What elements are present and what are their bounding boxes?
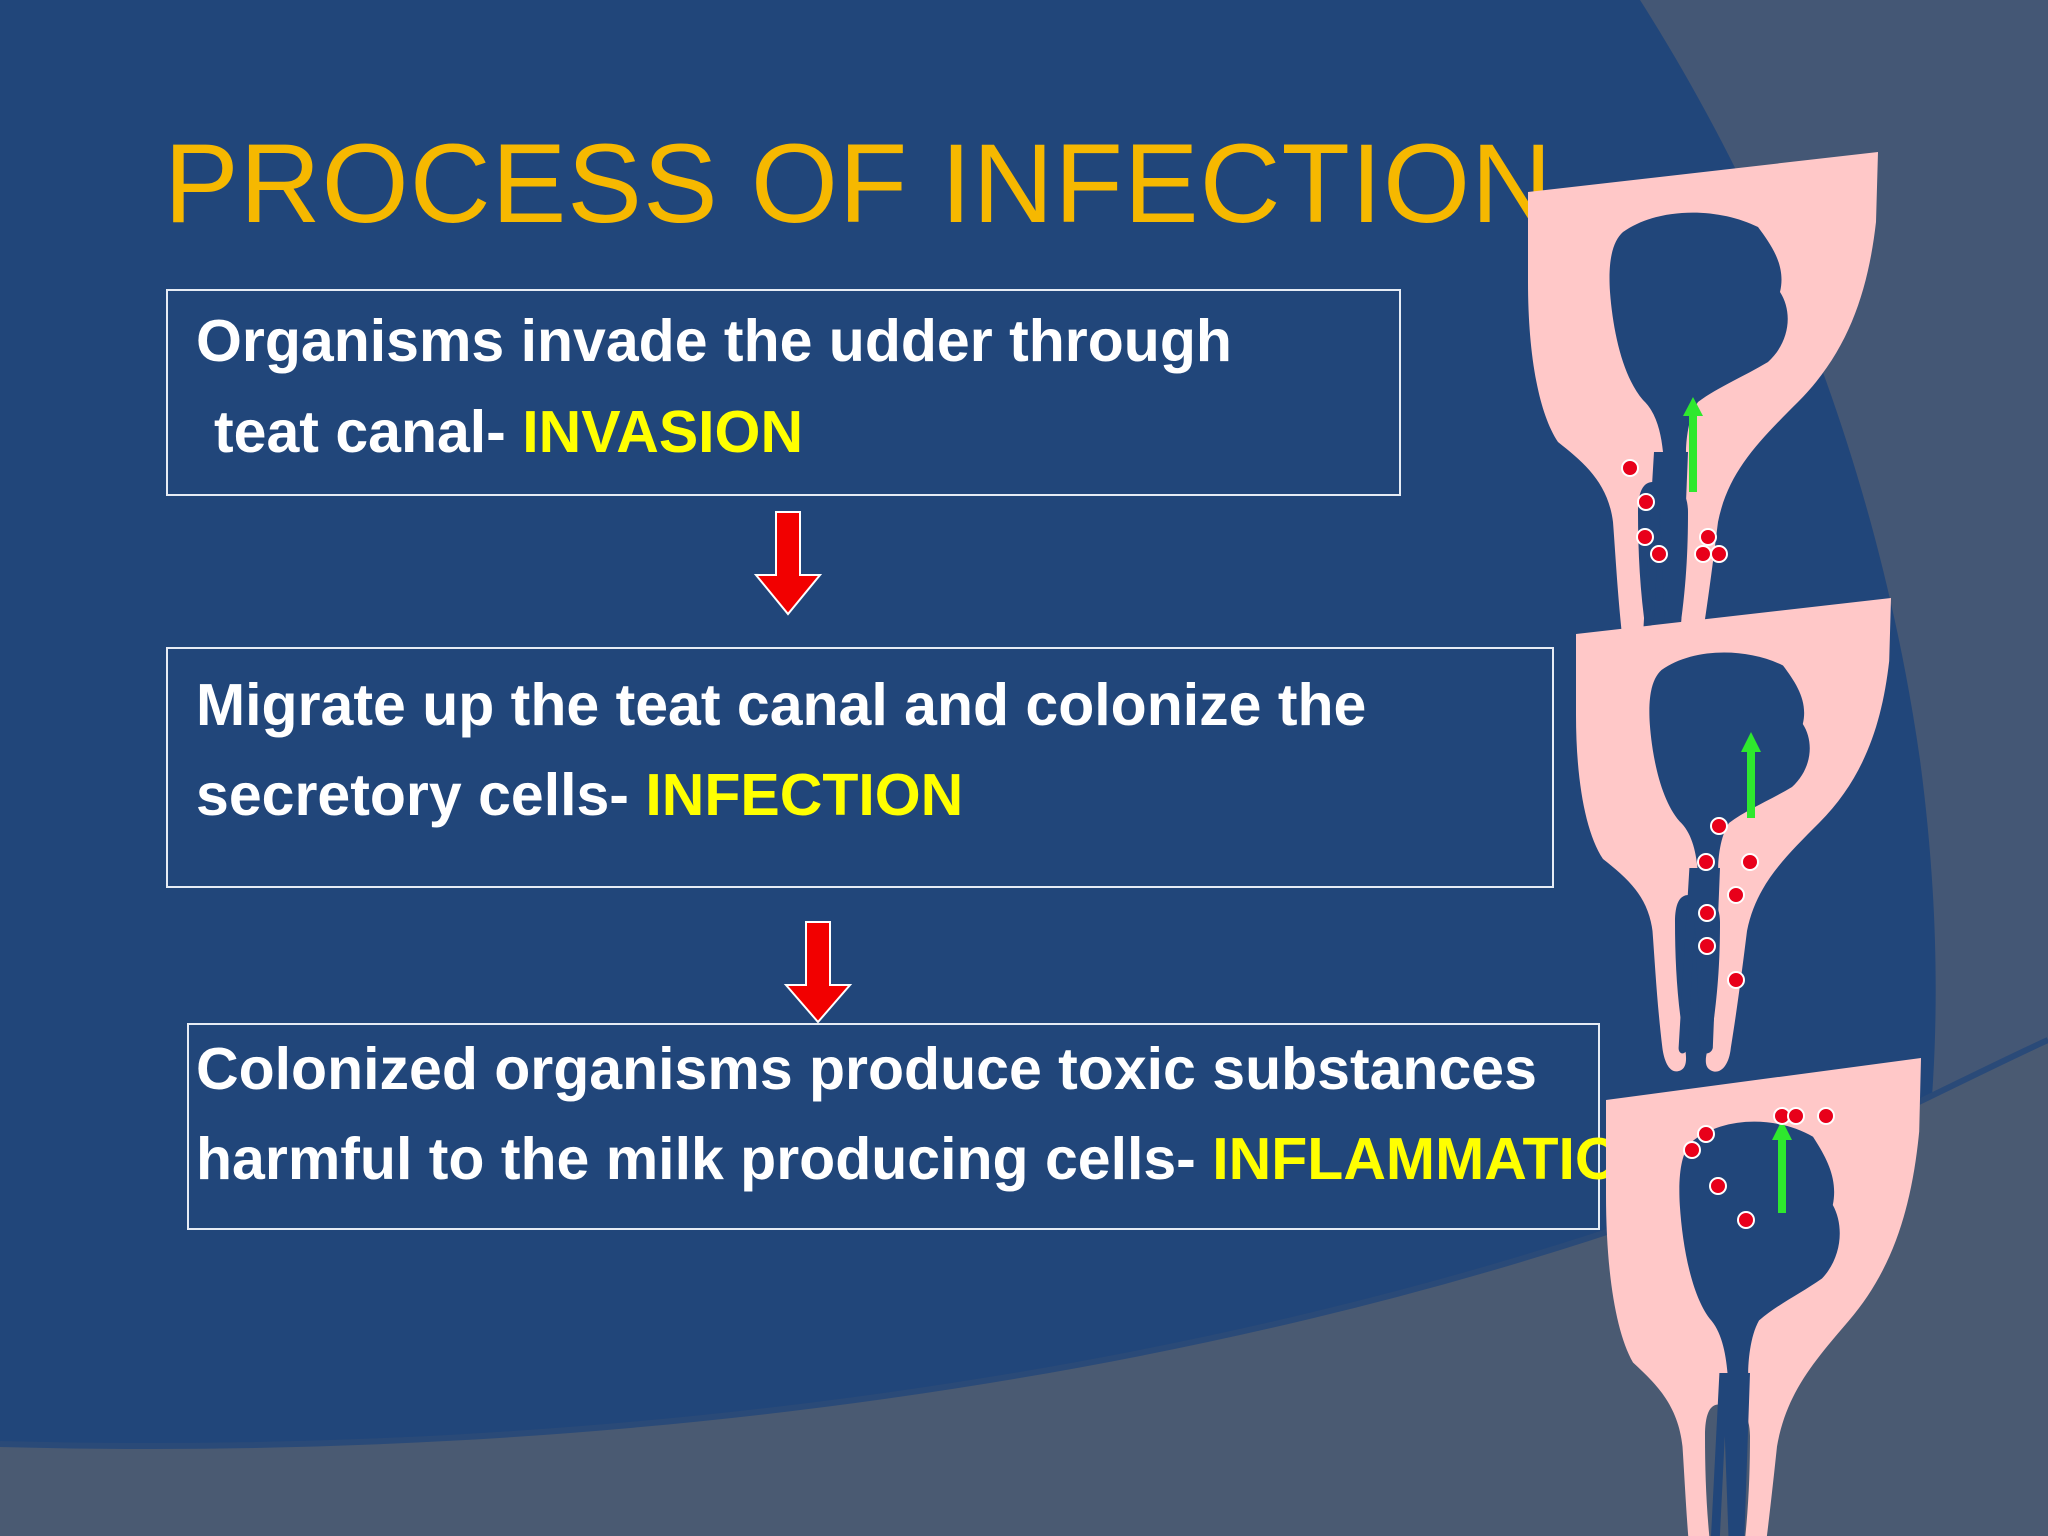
bacteria-cluster	[1697, 817, 1759, 989]
bacteria-cluster	[1621, 459, 1728, 563]
background-swoosh-bottom	[0, 1040, 2048, 1536]
keyword-infection: INFECTION	[645, 762, 964, 828]
down-arrow-icon	[753, 511, 823, 616]
step-invasion-line2: teat canal- INVASION	[214, 403, 803, 462]
step-infection-line2-text: secretory cells-	[196, 762, 646, 828]
bacteria-cluster	[1683, 1107, 1835, 1229]
step-inflammation-line1: Colonized organisms produce toxic substa…	[196, 1036, 1537, 1102]
step-invasion-line1: Organisms invade the udder through	[196, 308, 1232, 374]
migration-arrow-head	[1683, 397, 1703, 416]
udder-diagram-inflammation	[1606, 1058, 1921, 1536]
step-invasion-line2-text: teat canal-	[214, 399, 523, 465]
step-infection-line2: secretory cells- INFECTION	[196, 766, 963, 825]
down-arrow-icon	[783, 921, 853, 1024]
step-box-inflammation	[187, 1023, 1600, 1230]
udder-diagram-invasion	[1528, 152, 1878, 679]
step-inflammation-line2-text: harmful to the milk producing cells-	[196, 1126, 1213, 1192]
keyword-invasion: INVASION	[522, 399, 804, 465]
step-box-invasion	[166, 289, 1401, 496]
slide-title: PROCESS OF INFECTION	[164, 121, 1553, 246]
keyword-inflammation: INFLAMMATION	[1212, 1126, 1664, 1192]
udder-diagram-infection	[1576, 598, 1891, 1072]
step-infection-line1: Migrate up the teat canal and colonize t…	[196, 672, 1367, 738]
step-box-infection	[166, 647, 1554, 888]
migration-arrow-head	[1741, 732, 1761, 752]
step-inflammation-line2: harmful to the milk producing cells- INF…	[196, 1130, 1663, 1189]
migration-arrow-head	[1772, 1120, 1792, 1140]
